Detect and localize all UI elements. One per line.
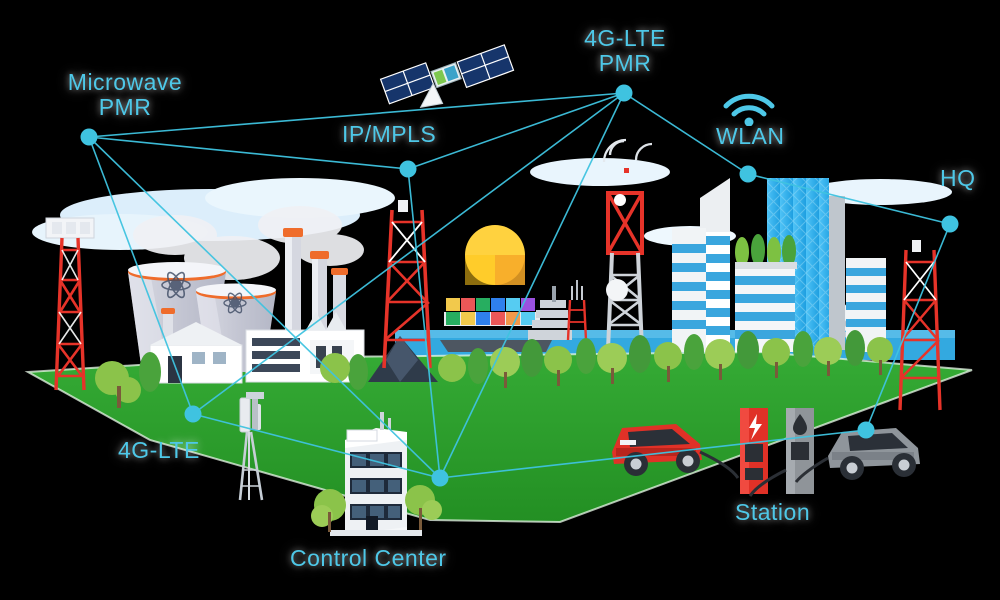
network-link-microwave-pmr-to-lte-pmr: [88, 92, 625, 138]
network-node-station[interactable]: Station: [857, 421, 875, 439]
label-wlan: WLAN: [716, 123, 785, 149]
network-node-microwave-pmr[interactable]: Microwave PMR: [80, 128, 98, 146]
wifi-icon: [723, 93, 775, 126]
utility-pole: [246, 392, 264, 430]
fuel-drop-icon: [793, 414, 807, 435]
label-station: Station: [735, 499, 811, 525]
network-link-microwave-pmr-to-lte: [88, 136, 194, 415]
network-link-microwave-pmr-to-control-center: [88, 136, 441, 479]
label-hq: HQ: [940, 165, 976, 191]
label-control-center: Control Center: [290, 545, 447, 571]
label-4g-lte: 4G-LTE: [118, 437, 200, 463]
label-ip-mpls: IP/MPLS: [342, 121, 437, 147]
city-skyline: [672, 178, 886, 352]
lightning-bolt-icon: [749, 414, 762, 440]
network-link-ip-mpls-to-lte-pmr: [407, 92, 625, 170]
telecom-mast-center: [566, 280, 588, 341]
ground-cell-mast: [238, 397, 264, 501]
network-link-lte-to-control-center: [192, 413, 441, 479]
network-link-hq-to-station: [865, 223, 951, 431]
lattice-tower-right: [898, 240, 942, 411]
ev-charger-red: [740, 408, 768, 494]
red-car: [612, 424, 740, 479]
tree-row: [95, 330, 893, 408]
lattice-tower-mid: [382, 200, 432, 369]
network-node-hq[interactable]: HQ: [941, 215, 959, 233]
network-links: [88, 92, 951, 479]
satellite-icon: [379, 44, 515, 108]
nuclear-power-plant: [128, 206, 438, 384]
telecom-mast-red-white: [602, 138, 653, 351]
network-link-microwave-pmr-to-ip-mpls: [88, 136, 409, 170]
sky-clouds: [32, 158, 952, 250]
network-link-lte-pmr-to-control-center: [439, 92, 625, 479]
network-link-lte-pmr-to-lte: [192, 92, 625, 415]
sun-icon: [465, 225, 525, 285]
network-node-ip-mpls[interactable]: IP/MPLS: [399, 160, 417, 178]
network-node-lte[interactable]: 4G-LTE: [184, 405, 202, 423]
network-link-control-center-to-station: [439, 429, 867, 479]
lattice-tower-left: [45, 217, 95, 391]
network-link-lte-pmr-to-wlan: [623, 92, 749, 175]
network-nodes[interactable]: Microwave PMR IP/MPLS 4G-LTE PMR WLAN HQ 4G-L…: [80, 84, 959, 487]
network-node-wlan[interactable]: WLAN: [739, 165, 757, 183]
network-link-wlan-to-hq: [747, 173, 951, 225]
network-node-lte-pmr[interactable]: 4G-LTE PMR: [615, 84, 633, 102]
network-link-ip-mpls-to-control-center: [407, 168, 441, 479]
label-4g-lte-pmr: 4G-LTE PMR: [584, 25, 666, 76]
label-microwave-pmr: Microwave PMR: [67, 69, 183, 120]
network-node-control-center[interactable]: Control Center: [431, 469, 449, 487]
